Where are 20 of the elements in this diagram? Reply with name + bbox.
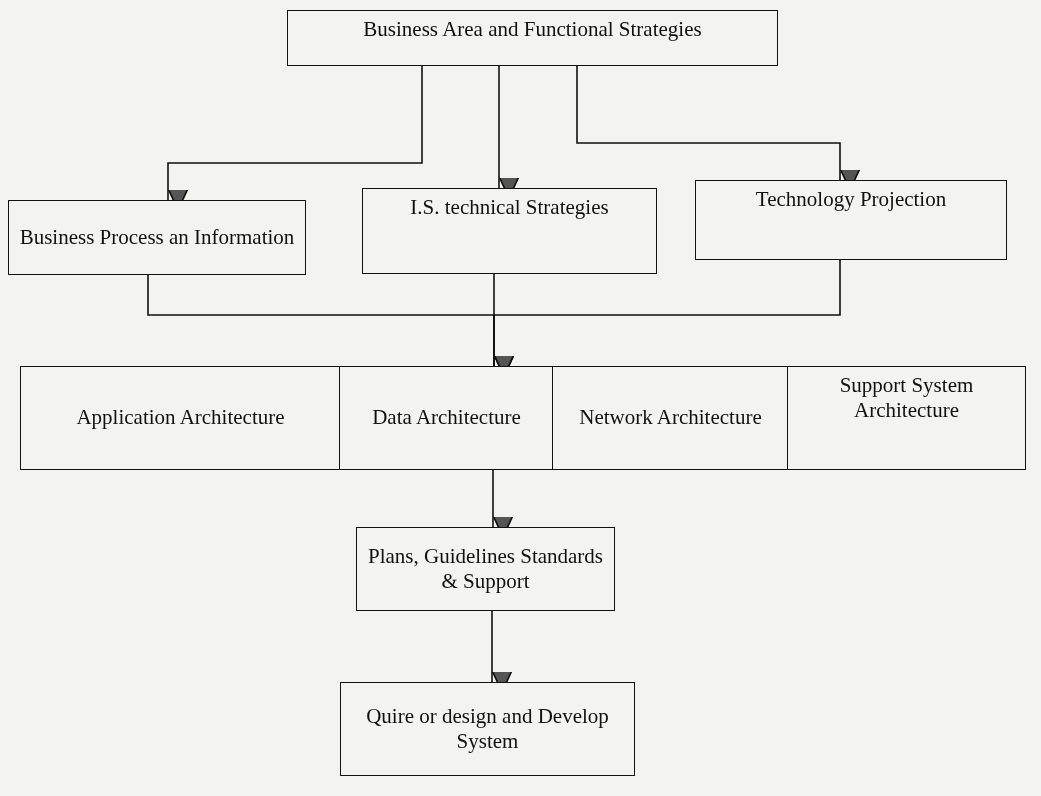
process-box (695, 180, 1007, 260)
process-box (8, 200, 306, 275)
process-box (287, 10, 778, 66)
process-box (20, 366, 341, 470)
box-label: Technology Projection (755, 187, 947, 213)
box-label: Support System Architecture (838, 373, 975, 424)
box-label: Business Area and Functional Strategies (363, 17, 702, 43)
box-label: Data Architecture (372, 405, 521, 431)
box-label: Business Process an Information (19, 224, 295, 251)
process-box (362, 188, 657, 274)
process-box (340, 682, 635, 776)
box-label: Network Architecture (579, 405, 762, 431)
process-box (787, 366, 1026, 470)
box-label: I.S. technical Strategies (410, 195, 609, 221)
box-label: Quire or design and Develop System (365, 703, 610, 755)
box-label: Application Architecture (76, 405, 285, 431)
process-box (552, 366, 789, 470)
box-label: Plans, Guidelines Standards & Support (367, 543, 604, 595)
process-box (356, 527, 615, 611)
process-box (339, 366, 554, 470)
